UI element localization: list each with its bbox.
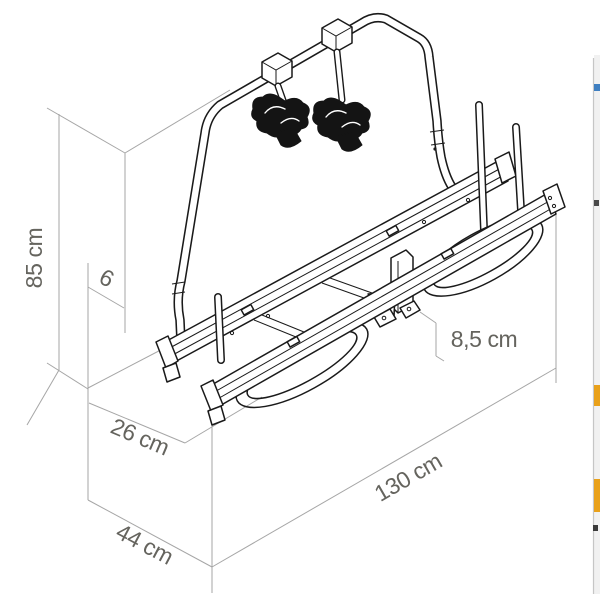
dim-line-depth [87,499,213,568]
label-rail-spacing: 26 cm [107,413,173,461]
bike-clamp-middle [312,18,371,152]
front-rail-foot-left [207,405,226,426]
label-ground-clearance: 8,5 cm [451,326,518,352]
page-edge [592,55,600,594]
dim-ext-clearance-top [419,311,437,324]
frame-tube [171,12,461,347]
dim-line-length [211,367,557,568]
label-length: 130 cm [370,448,446,507]
dim-line-rail-spacing [88,402,186,444]
rear-rail-foot-left [162,362,181,383]
wheel-holder-posts [214,101,525,364]
rail-levers [229,197,471,348]
tube-collar-left [171,281,186,285]
edge-strip [594,55,600,594]
label-height: 85 cm [21,228,47,289]
bracket-foot-right [399,300,421,319]
clamp-foot-left [274,126,302,148]
tube-bolt [433,147,437,151]
edge-fragment-orange-lower [594,479,600,512]
front-rail [200,183,566,426]
front-rail-endcap-left [200,379,224,412]
edge-fragment-dark-lower [593,525,598,531]
tube-collar-left2 [171,291,186,295]
dim-ext-top-left [46,107,126,154]
tube-collar-right [429,129,445,133]
label-depth: 44 cm [112,518,178,569]
front-rail-endcap-right [542,183,566,215]
clamp-foot-middle [335,130,363,152]
clamp-jaws-middle [312,97,371,142]
edge-fragment-dark-upper [594,200,599,206]
dimension-lines [26,89,557,593]
dim-ext-top-to-frame [124,89,231,154]
clamp-jaws-left [251,93,310,138]
tube-collar-right2 [430,142,446,146]
dim-ext-bottom-steep [26,369,60,426]
edge-fragment-orange-upper [594,385,600,406]
edge-fragment-blue [594,84,600,91]
rear-rail-endcap-left [155,335,179,369]
dim-ext-bottom-left [46,362,89,390]
bike-rack-drawing [155,12,566,426]
bike-clamp-left [251,52,310,148]
dim-ext-clearance-tick [435,355,445,362]
dim-line-offset [87,286,125,309]
label-frame-offset: 6 [95,263,118,292]
